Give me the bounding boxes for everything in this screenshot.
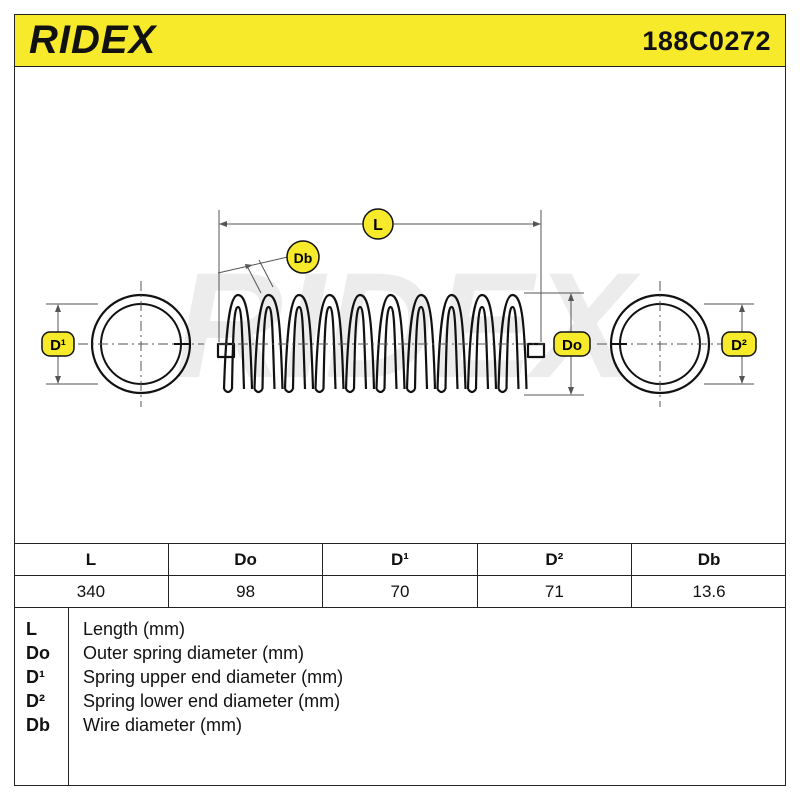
legend-key: Db: [26, 715, 50, 735]
wire-diameter-dimension: [217, 255, 293, 294]
coil-turn: [436, 293, 467, 390]
spec-value-db: 13.6: [631, 575, 786, 608]
legend-desc: Spring upper end diameter (mm): [83, 667, 344, 687]
lower-end-ring: [597, 281, 723, 407]
spec-value-row: 340 98 70 71 13.6: [14, 575, 786, 608]
coil-bottom: [223, 388, 233, 394]
coil-turn: [253, 293, 284, 390]
db-label: Db: [294, 250, 313, 266]
do-label: Do: [562, 337, 582, 354]
legend-desc: Wire diameter (mm): [83, 715, 243, 735]
coil-turn: [405, 293, 437, 390]
coil-turn: [314, 293, 345, 390]
spec-table: L Do D¹ D² Db 340 98 70 71 13.6: [14, 543, 786, 608]
spring-diagram: RIDEX D¹ D²: [41, 208, 757, 409]
coil-turn: [283, 293, 315, 390]
legend-desc: Spring lower end diameter (mm): [83, 691, 341, 711]
coil-turn: [344, 293, 376, 390]
legend-item: Do Outer spring diameter (mm): [14, 643, 786, 667]
legend-desc: Length (mm): [83, 619, 186, 639]
coil-bottom: [345, 388, 355, 394]
coil-turn: [375, 293, 406, 390]
upper-end-ring: [78, 281, 204, 407]
legend-key: D¹: [26, 667, 45, 687]
coil-bottom: [253, 388, 264, 394]
length-badge: L: [362, 208, 394, 240]
brand-logo-text: RIDEX: [29, 18, 158, 59]
d1-badge: D¹: [41, 331, 75, 357]
spec-header-l: L: [14, 543, 169, 576]
ridex-logo: RIDEX: [29, 18, 158, 59]
spec-value-d2: 71: [476, 575, 633, 608]
legend-key: Do: [26, 643, 50, 663]
legend-key: L: [26, 619, 37, 639]
coil-bottom: [497, 388, 508, 394]
coil-bottom: [375, 388, 386, 394]
spec-header-d1: D¹: [322, 543, 478, 576]
d1-label: D¹: [50, 337, 66, 354]
spring-upper-end: [216, 342, 236, 359]
legend-item: D² Spring lower end diameter (mm): [14, 691, 786, 715]
coil-spring: [216, 293, 546, 394]
spec-header-do: Do: [167, 543, 324, 576]
db-badge: Db: [286, 240, 320, 274]
spec-value-do: 98: [167, 575, 324, 608]
coil-turn: [497, 293, 528, 390]
spec-header-db: Db: [631, 543, 786, 576]
d2-label: D²: [731, 337, 747, 354]
legend-key: D²: [26, 691, 45, 711]
length-dimension: [218, 210, 542, 342]
legend-item: D¹ Spring upper end diameter (mm): [14, 667, 786, 691]
legend-item: Db Wire diameter (mm): [14, 715, 786, 739]
length-label: L: [373, 217, 383, 234]
legend: L Length (mm) Do Outer spring diameter (…: [14, 607, 786, 786]
spec-value-d1: 70: [322, 575, 478, 608]
legend-divider: [68, 607, 69, 786]
spec-header-row: L Do D¹ D² Db: [14, 543, 786, 576]
do-badge: Do: [553, 331, 591, 357]
coil-bottom: [284, 388, 294, 394]
coil-bottom: [436, 388, 447, 394]
header-bar: RIDEX 188C0272: [14, 14, 786, 67]
d2-badge: D²: [721, 331, 757, 357]
legend-item: L Length (mm): [14, 619, 786, 643]
coil-turn: [466, 293, 498, 390]
coil-bottom: [467, 388, 477, 394]
legend-desc: Outer spring diameter (mm): [83, 643, 305, 663]
part-number: 188C0272: [642, 26, 771, 56]
coil-bottom: [406, 388, 416, 394]
coil-bottom: [314, 388, 325, 394]
spec-value-l: 340: [14, 575, 169, 608]
spec-header-d2: D²: [476, 543, 633, 576]
